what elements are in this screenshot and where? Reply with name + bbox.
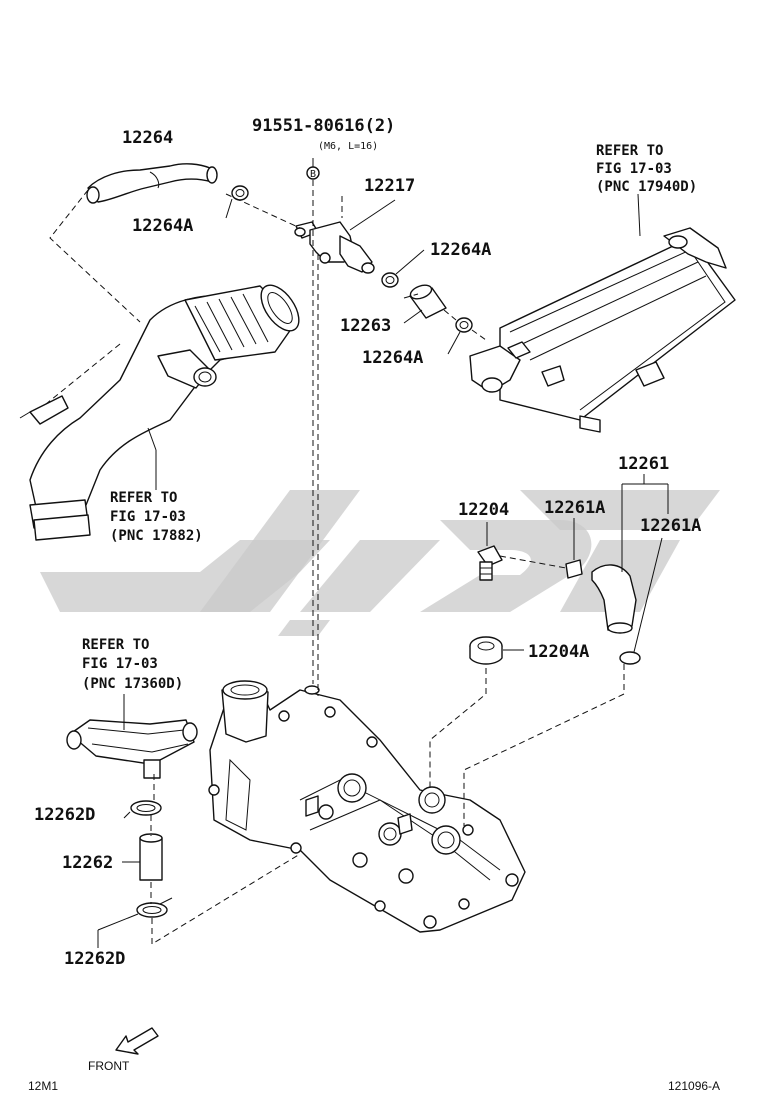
- label-12262D-top: 12262D: [34, 805, 95, 825]
- callout-labels: 12264 12264A 91551-80616(2) (M6, L=16) 1…: [28, 116, 720, 1093]
- watermark-logo: [40, 490, 720, 636]
- refer-intake-line3: (PNC 17882): [110, 528, 203, 544]
- label-12262D-bottom: 12262D: [64, 949, 125, 969]
- connection-lines: [45, 180, 625, 945]
- diagram-code-right: 121096-A: [668, 1079, 720, 1093]
- label-bolt-spec: (M6, L=16): [318, 141, 378, 152]
- label-12264A-left: 12264A: [132, 216, 193, 236]
- clamp-12261A-right: [619, 537, 663, 665]
- refer-pipe-line1: REFER TO: [82, 637, 149, 653]
- clamp-12262D-top: [123, 800, 162, 819]
- cylinder-head-cover: [208, 680, 526, 933]
- hose-12263: [403, 284, 447, 324]
- pcv-valve-12204: [477, 522, 503, 581]
- clamp-12264A-right-top: [381, 249, 425, 288]
- label-12217: 12217: [364, 176, 415, 196]
- valve-12217: [294, 199, 396, 274]
- diagram-code-left: 12M1: [28, 1079, 58, 1093]
- refer-canister-line3: (PNC 17940D): [596, 179, 697, 195]
- refer-pipe-line2: FIG 17-03: [82, 656, 158, 672]
- front-arrow-label: FRONT: [88, 1059, 130, 1073]
- clamp-12262D-bottom: [97, 897, 173, 948]
- refer-canister-line2: FIG 17-03: [596, 161, 672, 177]
- intake-hose: [19, 284, 300, 541]
- label-12264A-right-top: 12264A: [430, 240, 491, 260]
- clamp-12264A-right-bottom: [447, 317, 473, 355]
- bolt-marker: B: [306, 158, 320, 180]
- ventilation-pipe: [66, 694, 198, 779]
- label-12263: 12263: [340, 316, 391, 336]
- label-12264: 12264: [122, 128, 173, 148]
- hose-12264: [86, 163, 218, 204]
- label-12261A-right: 12261A: [640, 516, 701, 536]
- refer-intake-line1: REFER TO: [110, 490, 177, 506]
- clamp-12261A-left: [565, 518, 583, 579]
- bolt-marker-letter: B: [310, 169, 316, 180]
- canister-assembly: [469, 193, 736, 433]
- front-arrow: [115, 1027, 159, 1055]
- label-12262: 12262: [62, 853, 113, 873]
- label-12204A: 12204A: [528, 642, 589, 662]
- label-12261A-left: 12261A: [544, 498, 605, 518]
- refer-intake-line2: FIG 17-03: [110, 509, 186, 525]
- clamp-12264A-left: [225, 185, 249, 219]
- label-12261: 12261: [618, 454, 669, 474]
- label-12204: 12204: [458, 500, 509, 520]
- refer-pipe-line3: (PNC 17360D): [82, 676, 183, 692]
- hose-12261: [591, 474, 669, 634]
- grommet-12204A: [469, 636, 524, 665]
- label-bolt-part: 91551-80616(2): [252, 116, 395, 136]
- refer-canister-line1: REFER TO: [596, 143, 663, 159]
- label-12264A-right-bottom: 12264A: [362, 348, 423, 368]
- hose-12262: [122, 833, 163, 881]
